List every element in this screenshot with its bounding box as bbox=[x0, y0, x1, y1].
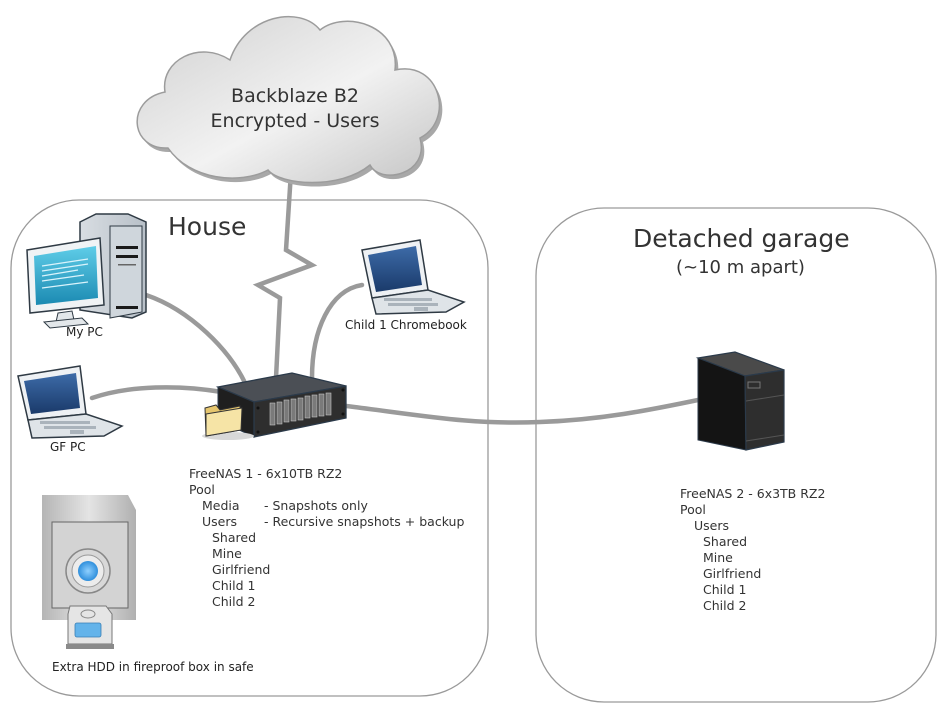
rack-server-icon bbox=[215, 372, 347, 438]
cloud-label-line2: Encrypted - Users bbox=[210, 110, 380, 132]
nas1-child-dataset: Mine bbox=[212, 546, 242, 561]
nas1-dataset-note: - Recursive snapshots + backup bbox=[264, 514, 465, 529]
garage-title: Detached garage bbox=[633, 224, 850, 253]
nas1-dataset-row: Users - Recursive snapshots + backup bbox=[189, 514, 464, 530]
laptop-icon bbox=[17, 365, 124, 439]
nas1-info: FreeNAS 1 - 6x10TB RZ2 Pool Media - Snap… bbox=[189, 466, 464, 610]
nas2-child-dataset: Child 2 bbox=[703, 598, 747, 613]
link-chromebook-to-nas1 bbox=[309, 282, 365, 381]
nas1-pool: Pool bbox=[189, 482, 215, 497]
link-nas1-to-cloud bbox=[252, 169, 318, 381]
garage-subtitle: (~10 m apart) bbox=[676, 257, 805, 278]
desktop-pc-icon bbox=[26, 213, 147, 329]
tower-server-icon bbox=[695, 351, 785, 451]
cloud-icon bbox=[136, 15, 443, 187]
nas2-child-dataset: Mine bbox=[703, 550, 733, 565]
cloud-label-line1: Backblaze B2 bbox=[231, 85, 359, 107]
chromebook-label: Child 1 Chromebook bbox=[345, 318, 467, 332]
link-nas1-to-nas2 bbox=[343, 397, 701, 425]
nas2-child-dataset: Child 1 bbox=[703, 582, 747, 597]
laptop-icon bbox=[361, 239, 466, 315]
nas1-dataset-name: Media bbox=[202, 498, 240, 513]
house-title: House bbox=[168, 212, 247, 241]
nas1-child-dataset: Child 2 bbox=[212, 594, 256, 609]
house-zone bbox=[10, 199, 489, 697]
safe-label: Extra HDD in fireproof box in safe bbox=[52, 660, 254, 674]
nas1-dataset-name: Users bbox=[202, 514, 238, 529]
link-gfpc-to-nas1 bbox=[89, 385, 225, 401]
nas2-dataset: Users bbox=[694, 518, 730, 533]
nas1-child-dataset: Girlfriend bbox=[212, 562, 271, 577]
cloud-label: Backblaze B2 Encrypted - Users bbox=[170, 84, 420, 134]
gf-pc-label: GF PC bbox=[50, 440, 86, 454]
nas2-child-dataset: Girlfriend bbox=[703, 566, 762, 581]
garage-zone bbox=[535, 207, 937, 703]
nas1-child-dataset: Child 1 bbox=[212, 578, 256, 593]
link-mypc-to-nas1 bbox=[143, 292, 249, 388]
hard-drive-icon bbox=[66, 605, 114, 649]
nas1-child-dataset: Shared bbox=[212, 530, 257, 545]
nas2-info: FreeNAS 2 - 6x3TB RZ2 Pool Users Shared … bbox=[680, 486, 825, 614]
nas2-pool: Pool bbox=[680, 502, 706, 517]
nas1-title: FreeNAS 1 - 6x10TB RZ2 bbox=[189, 466, 343, 481]
nas2-title: FreeNAS 2 - 6x3TB RZ2 bbox=[680, 486, 826, 501]
nas2-child-dataset: Shared bbox=[703, 534, 748, 549]
nas1-dataset-row: Media - Snapshots only bbox=[189, 498, 464, 514]
nas1-dataset-note: - Snapshots only bbox=[264, 498, 368, 513]
my-pc-label: My PC bbox=[66, 325, 103, 339]
folder-icon bbox=[202, 404, 254, 440]
safe-icon bbox=[42, 495, 136, 620]
